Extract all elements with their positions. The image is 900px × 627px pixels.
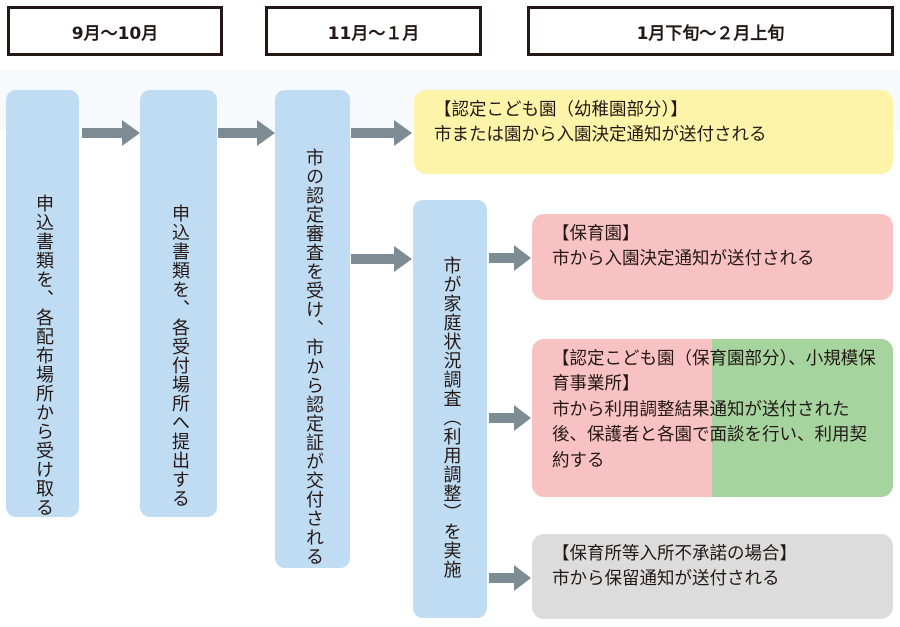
arrow-icon <box>489 565 531 591</box>
step-submit-forms: 申込書類を、各受付場所へ提出する <box>140 90 217 517</box>
result-certified-body-line3: 約する <box>552 450 605 471</box>
result-certified-body-line2: 後、保護者と各園で面談を行い、利用契 <box>552 425 867 446</box>
step-receive-forms-label: 申込書類を、各配布場所から受け取る <box>32 194 54 517</box>
result-not-accepted-title: 【保育所等入所不承諾の場合】 <box>552 544 797 564</box>
result-nursery-title: 【保育園】 <box>552 224 640 244</box>
arrow-icon <box>351 246 412 272</box>
result-kindergarten: 【認定こども園（幼稚園部分）】 市または園から入園決定通知が送付される <box>414 90 893 174</box>
result-kindergarten-body: 市または園から入園決定通知が送付される <box>434 125 767 146</box>
header-late-jan-early-feb: 1月下旬〜２月上旬 <box>527 6 894 56</box>
arrow-icon <box>218 120 275 146</box>
step-submit-forms-label: 申込書類を、各受付場所へ提出する <box>168 204 190 508</box>
header-sep-oct: 9月〜10月 <box>7 6 223 56</box>
arrow-icon <box>489 245 531 271</box>
result-not-accepted-body: 市から保留通知が送付される <box>552 569 780 590</box>
step-receive-forms: 申込書類を、各配布場所から受け取る <box>6 90 79 517</box>
step-certification: 市の認定審査を受け、市から認定証が交付される <box>275 90 350 568</box>
result-kindergarten-title: 【認定こども園（幼稚園部分）】 <box>434 100 688 120</box>
result-nursery-body: 市から入園決定通知が送付される <box>552 249 815 270</box>
arrow-icon <box>82 120 140 146</box>
result-certified-body-line1: 市から利用調整結果通知が送付された <box>552 399 850 420</box>
result-not-accepted: 【保育所等入所不承諾の場合】 市から保留通知が送付される <box>532 534 893 619</box>
arrow-icon <box>489 405 531 431</box>
step-household-survey: 市が家庭状況調査（利用調整）を実施 <box>413 200 487 618</box>
result-certified-nursery-green-half <box>712 339 893 497</box>
arrow-icon <box>351 120 412 146</box>
step-certification-label: 市の認定審査を受け、市から認定証が交付される <box>302 148 324 566</box>
result-certified-title-line1: 【認定こども園（保育園部分）、小規模保 <box>552 349 876 369</box>
header-nov-jan: 11月〜１月 <box>265 6 482 56</box>
step-household-survey-label: 市が家庭状況調査（利用調整）を実施 <box>440 256 462 579</box>
result-certified-title-line2: 育事業所】 <box>552 374 640 395</box>
result-certified-nursery: 【認定こども園（保育園部分）、小規模保 育事業所】 市から利用調整結果通知が送付… <box>532 339 893 497</box>
result-nursery: 【保育園】 市から入園決定通知が送付される <box>532 214 893 300</box>
